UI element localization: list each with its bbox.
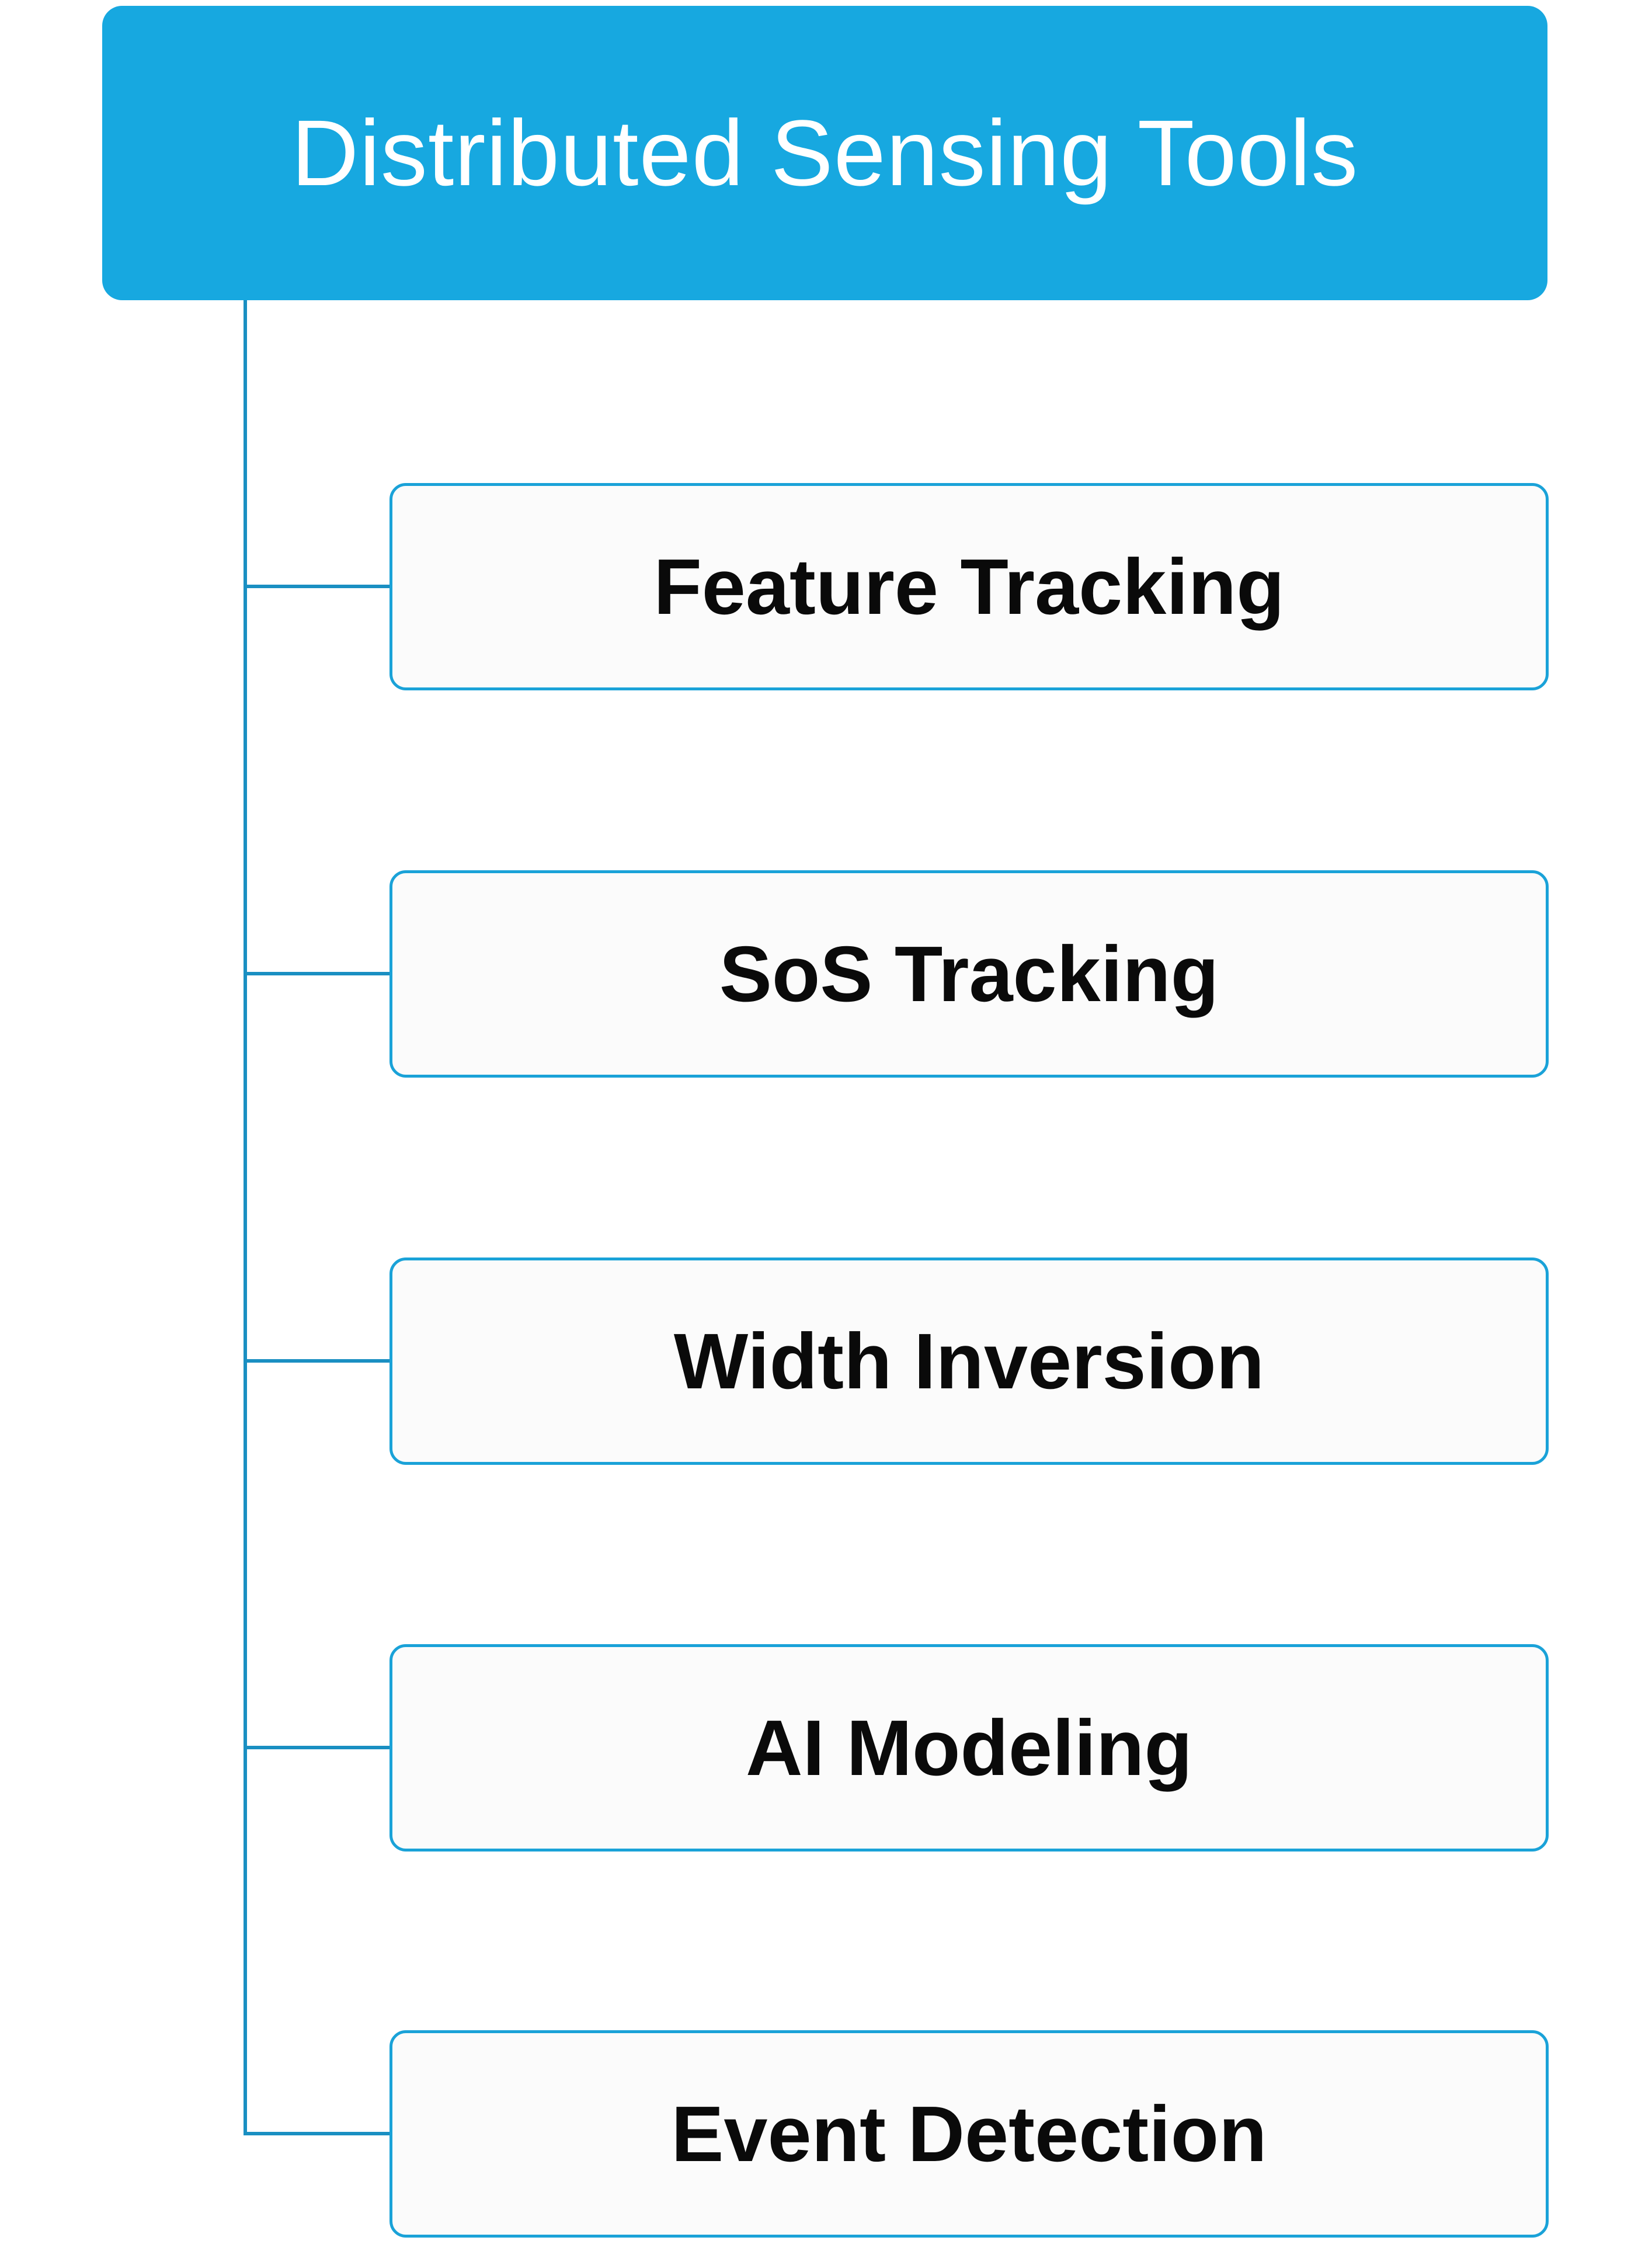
root-title: Distributed Sensing Tools bbox=[291, 100, 1359, 205]
node-width-inversion: Width Inversion bbox=[389, 1258, 1549, 1465]
node-label: Feature Tracking bbox=[653, 543, 1285, 631]
node-feature-tracking: Feature Tracking bbox=[389, 483, 1549, 690]
node-sos-tracking: SoS Tracking bbox=[389, 870, 1549, 1078]
root-node: Distributed Sensing Tools bbox=[102, 6, 1547, 300]
node-label: AI Modeling bbox=[746, 1704, 1192, 1792]
node-label: Width Inversion bbox=[673, 1317, 1265, 1405]
node-ai-modeling: AI Modeling bbox=[389, 1644, 1549, 1852]
node-label: SoS Tracking bbox=[719, 930, 1219, 1018]
node-label: Event Detection bbox=[671, 2090, 1267, 2178]
node-event-detection: Event Detection bbox=[389, 2030, 1549, 2238]
